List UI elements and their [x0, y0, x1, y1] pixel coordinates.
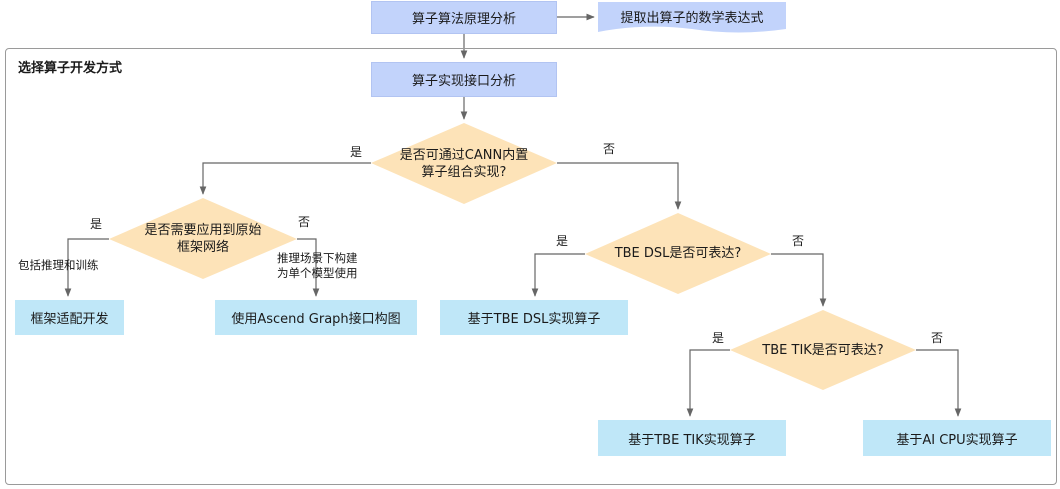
framework-decision-line1: 是否需要应用到原始 — [144, 222, 262, 238]
framework-decision-line2: 框架网络 — [176, 239, 229, 255]
tik-decision: TBE TIK是否可表达? — [762, 342, 884, 358]
connector-tik-no — [916, 349, 962, 417]
connector-dsl-yes — [531, 253, 585, 297]
framework-no-label: 否 — [298, 215, 311, 229]
ascend-graph-node: 使用Ascend Graph接口构图 — [215, 300, 417, 335]
cann-decision: 是否可通过CANN内置 算子组合实现? — [371, 123, 557, 204]
dsl-yes-label: 是 — [556, 234, 569, 248]
interface-analysis-node: 算子实现接口分析 — [371, 62, 557, 97]
framework-no-note-line2: 为单个模型使用 — [277, 266, 358, 280]
tik-no-label: 否 — [931, 331, 944, 345]
framework-decision: 是否需要应用到原始 框架网络 — [109, 198, 297, 279]
connector-framework-yes — [64, 238, 109, 297]
framework-yes-note: 包括推理和训练 — [18, 258, 99, 272]
cann-yes-label: 是 — [350, 145, 363, 159]
tik-yes-label: 是 — [712, 331, 725, 345]
dsl-decision-diamond — [585, 213, 771, 294]
math-expression-node: 提取出算子的数学表达式 — [620, 10, 764, 26]
dsl-decision: TBE DSL是否可表达? — [614, 246, 742, 261]
cann-decision-diamond — [371, 123, 557, 204]
dev-method-frame — [5, 48, 1057, 485]
connector-tik-yes — [686, 349, 730, 417]
tik-impl-node: 基于TBE TIK实现算子 — [598, 420, 786, 456]
connector-framework-no — [297, 238, 320, 297]
framework-no-note-line1: 推理场景下构建 — [277, 251, 358, 265]
cann-decision-line2: 算子组合实现? — [421, 164, 507, 180]
connector-cann-yes — [199, 162, 371, 195]
connector-cann-no — [557, 162, 682, 210]
framework-adapt-node: 框架适配开发 — [15, 300, 124, 335]
analysis-node: 算子算法原理分析 — [371, 1, 557, 34]
connector-dsl-no — [771, 253, 827, 307]
aicpu-impl-node: 基于AI CPU实现算子 — [863, 420, 1051, 456]
cann-decision-line1: 是否可通过CANN内置 — [399, 147, 529, 163]
math-expression-document-shape — [598, 2, 786, 33]
framework-decision-diamond — [109, 198, 297, 279]
dsl-no-label: 否 — [792, 234, 805, 248]
dsl-impl-node: 基于TBE DSL实现算子 — [440, 300, 628, 335]
cann-no-label: 否 — [603, 142, 616, 156]
framework-no-note: 推理场景下构建 为单个模型使用 — [277, 251, 358, 281]
tik-decision-diamond — [730, 310, 916, 390]
frame-title: 选择算子开发方式 — [18, 61, 123, 76]
framework-yes-label: 是 — [90, 217, 103, 231]
